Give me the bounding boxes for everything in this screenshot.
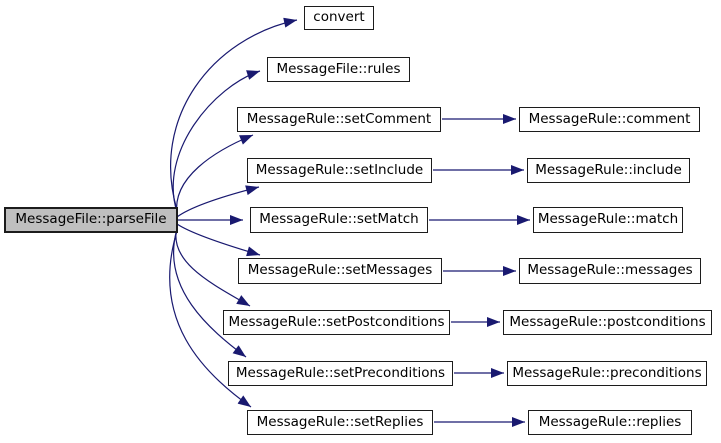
node-messagerule-setpostconditions[interactable]: MessageRule::setPostconditions xyxy=(223,310,450,335)
node-messagerule-setreplies[interactable]: MessageRule::setReplies xyxy=(247,410,433,435)
node-messagerule-messages[interactable]: MessageRule::messages xyxy=(519,258,701,284)
edge-parsefile-to-setpreconditions xyxy=(172,228,247,358)
node-convert[interactable]: convert xyxy=(304,6,374,30)
node-messagerule-replies[interactable]: MessageRule::replies xyxy=(528,410,692,435)
edge-parsefile-to-setreplies xyxy=(169,230,252,408)
edge-parsefile-to-setmessages xyxy=(176,223,261,257)
edge-parsefile-to-setpostconditions xyxy=(175,226,251,307)
node-messagerule-setmessages[interactable]: MessageRule::setMessages xyxy=(238,258,442,284)
node-messagerule-comment[interactable]: MessageRule::comment xyxy=(519,107,700,132)
edge-parsefile-to-rules xyxy=(172,70,261,213)
node-messagerule-setmatch[interactable]: MessageRule::setMatch xyxy=(250,207,428,233)
node-messagerule-setpreconditions[interactable]: MessageRule::setPreconditions xyxy=(228,361,453,386)
edge-parsefile-to-setinclude xyxy=(176,185,260,218)
node-messagerule-include[interactable]: MessageRule::include xyxy=(527,158,690,183)
edge-parsefile-to-convert xyxy=(170,17,298,211)
node-messagerule-setinclude[interactable]: MessageRule::setInclude xyxy=(247,158,432,183)
node-messagerule-preconditions[interactable]: MessageRule::preconditions xyxy=(507,361,707,386)
node-messagefile-rules[interactable]: MessageFile::rules xyxy=(267,57,410,82)
node-messagerule-setcomment[interactable]: MessageRule::setComment xyxy=(237,107,441,132)
node-messagefile-parsefile: MessageFile::parseFile xyxy=(4,207,178,233)
node-messagerule-match[interactable]: MessageRule::match xyxy=(533,207,683,233)
node-messagerule-postconditions[interactable]: MessageRule::postconditions xyxy=(503,310,712,335)
edge-parsefile-to-setcomment xyxy=(176,134,254,215)
